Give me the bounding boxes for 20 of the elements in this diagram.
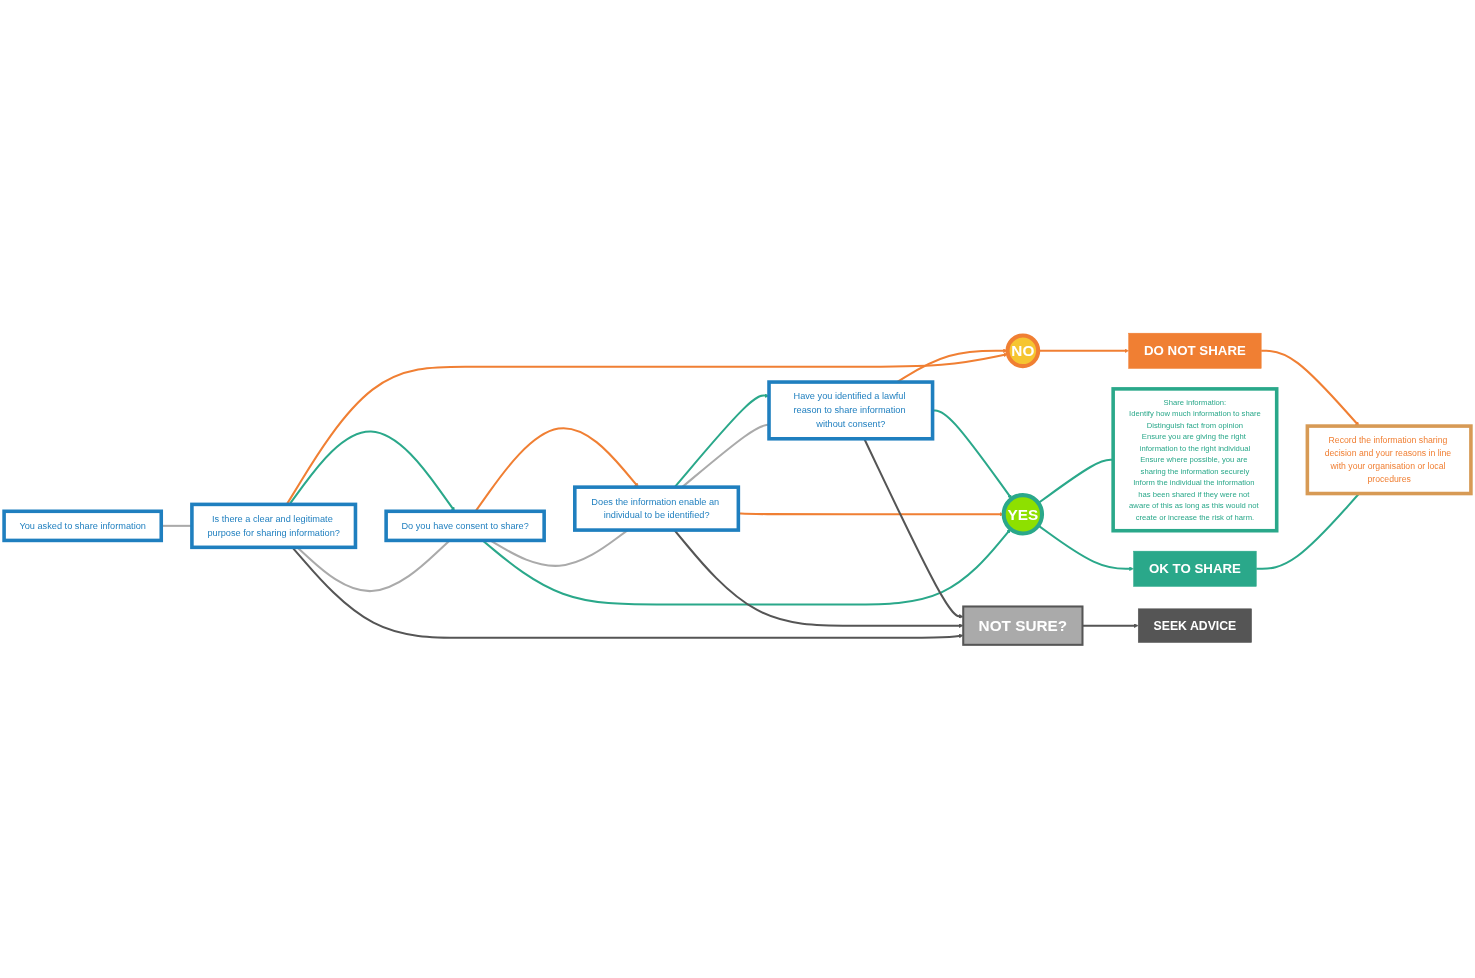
node-box: Does the information enable an individual to be identified? <box>573 485 741 532</box>
arrow <box>474 427 639 512</box>
arrow <box>1038 348 1129 354</box>
arrow <box>1037 524 1134 572</box>
node-box: Do you have consent to share? <box>384 509 546 543</box>
node-circle: YES <box>1001 493 1045 536</box>
arrow <box>1261 349 1360 427</box>
arrow <box>481 528 1011 606</box>
arrow <box>288 430 455 512</box>
node-circle: NO <box>1005 333 1041 369</box>
node-box: Have you identified a lawful reason to share information without consent? <box>767 380 935 441</box>
arrow <box>863 438 964 619</box>
node-box: NOT SURE? <box>962 605 1084 646</box>
node-box: OK TO SHARE <box>1133 550 1257 587</box>
node-box: SEEK ADVICE <box>1138 608 1252 643</box>
arrow <box>1082 623 1139 628</box>
node-box: DO NOT SHARE <box>1128 332 1262 369</box>
node-box: Record the information sharing decision and your reasons in line with your organisation or local procedures <box>1305 424 1473 496</box>
node-box: You asked to share information <box>2 509 164 543</box>
node-box: Is there a clear and legitimate purpose for sharing information? <box>190 502 358 550</box>
